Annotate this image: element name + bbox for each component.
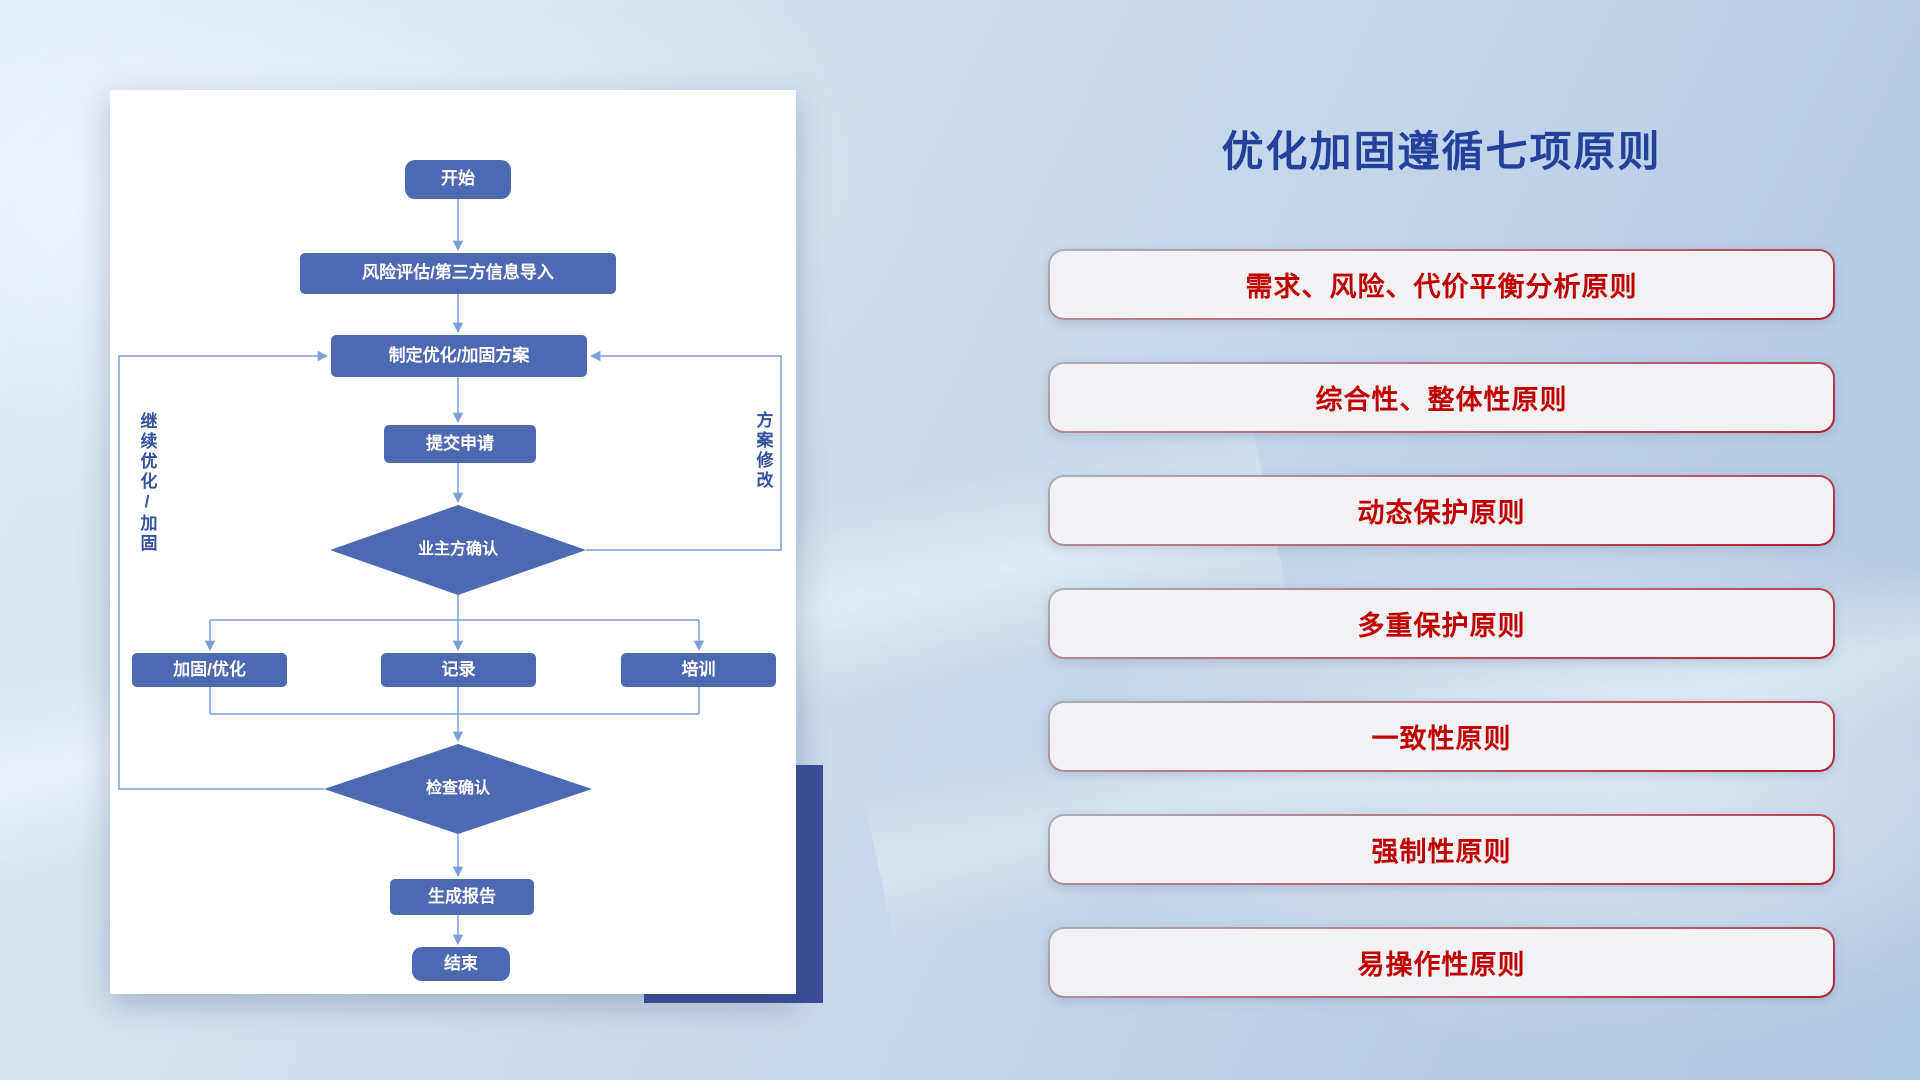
flow-node-make-plan: 制定优化/加固方案 bbox=[331, 335, 587, 377]
principle-item: 动态保护原则 bbox=[1048, 475, 1835, 546]
principle-label: 强制性原则 bbox=[1050, 816, 1833, 883]
flow-node-training: 培训 bbox=[621, 653, 776, 687]
flow-node-start: 开始 bbox=[405, 160, 511, 199]
principles-panel: 优化加固遵循七项原则 需求、风险、代价平衡分析原则 综合性、整体性原则 动态保护… bbox=[1048, 0, 1835, 1080]
flow-node-reinforce: 加固/优化 bbox=[132, 653, 287, 687]
principle-label: 易操作性原则 bbox=[1050, 929, 1833, 996]
principle-item: 综合性、整体性原则 bbox=[1048, 362, 1835, 433]
principle-label: 综合性、整体性原则 bbox=[1050, 364, 1833, 431]
principle-label: 多重保护原则 bbox=[1050, 590, 1833, 657]
flow-node-end: 结束 bbox=[412, 947, 510, 981]
principle-label: 动态保护原则 bbox=[1050, 477, 1833, 544]
principle-item: 多重保护原则 bbox=[1048, 588, 1835, 659]
plan-revision-loop-label: 方案修改 bbox=[753, 410, 773, 491]
principle-item: 易操作性原则 bbox=[1048, 927, 1835, 998]
principle-label: 一致性原则 bbox=[1050, 703, 1833, 770]
flowchart-card: 开始 风险评估/第三方信息导入 制定优化/加固方案 提交申请 业主方确认 加固/… bbox=[110, 90, 796, 994]
principle-item: 需求、风险、代价平衡分析原则 bbox=[1048, 249, 1835, 320]
flow-node-report: 生成报告 bbox=[390, 879, 534, 915]
flow-node-record: 记录 bbox=[381, 653, 536, 687]
principle-item: 强制性原则 bbox=[1048, 814, 1835, 885]
principle-item: 一致性原则 bbox=[1048, 701, 1835, 772]
continue-optimize-loop-label: 继续优化/加固 bbox=[137, 411, 157, 554]
flow-node-owner-confirm: 业主方确认 bbox=[330, 505, 586, 595]
principles-list: 需求、风险、代价平衡分析原则 综合性、整体性原则 动态保护原则 多重保护原则 一… bbox=[1048, 249, 1835, 998]
flow-node-check-confirm: 检查确认 bbox=[324, 744, 592, 834]
principle-label: 需求、风险、代价平衡分析原则 bbox=[1050, 251, 1833, 318]
flow-node-risk-import: 风险评估/第三方信息导入 bbox=[300, 253, 616, 294]
page-title: 优化加固遵循七项原则 bbox=[1221, 128, 1662, 175]
flow-node-submit: 提交申请 bbox=[384, 425, 536, 463]
